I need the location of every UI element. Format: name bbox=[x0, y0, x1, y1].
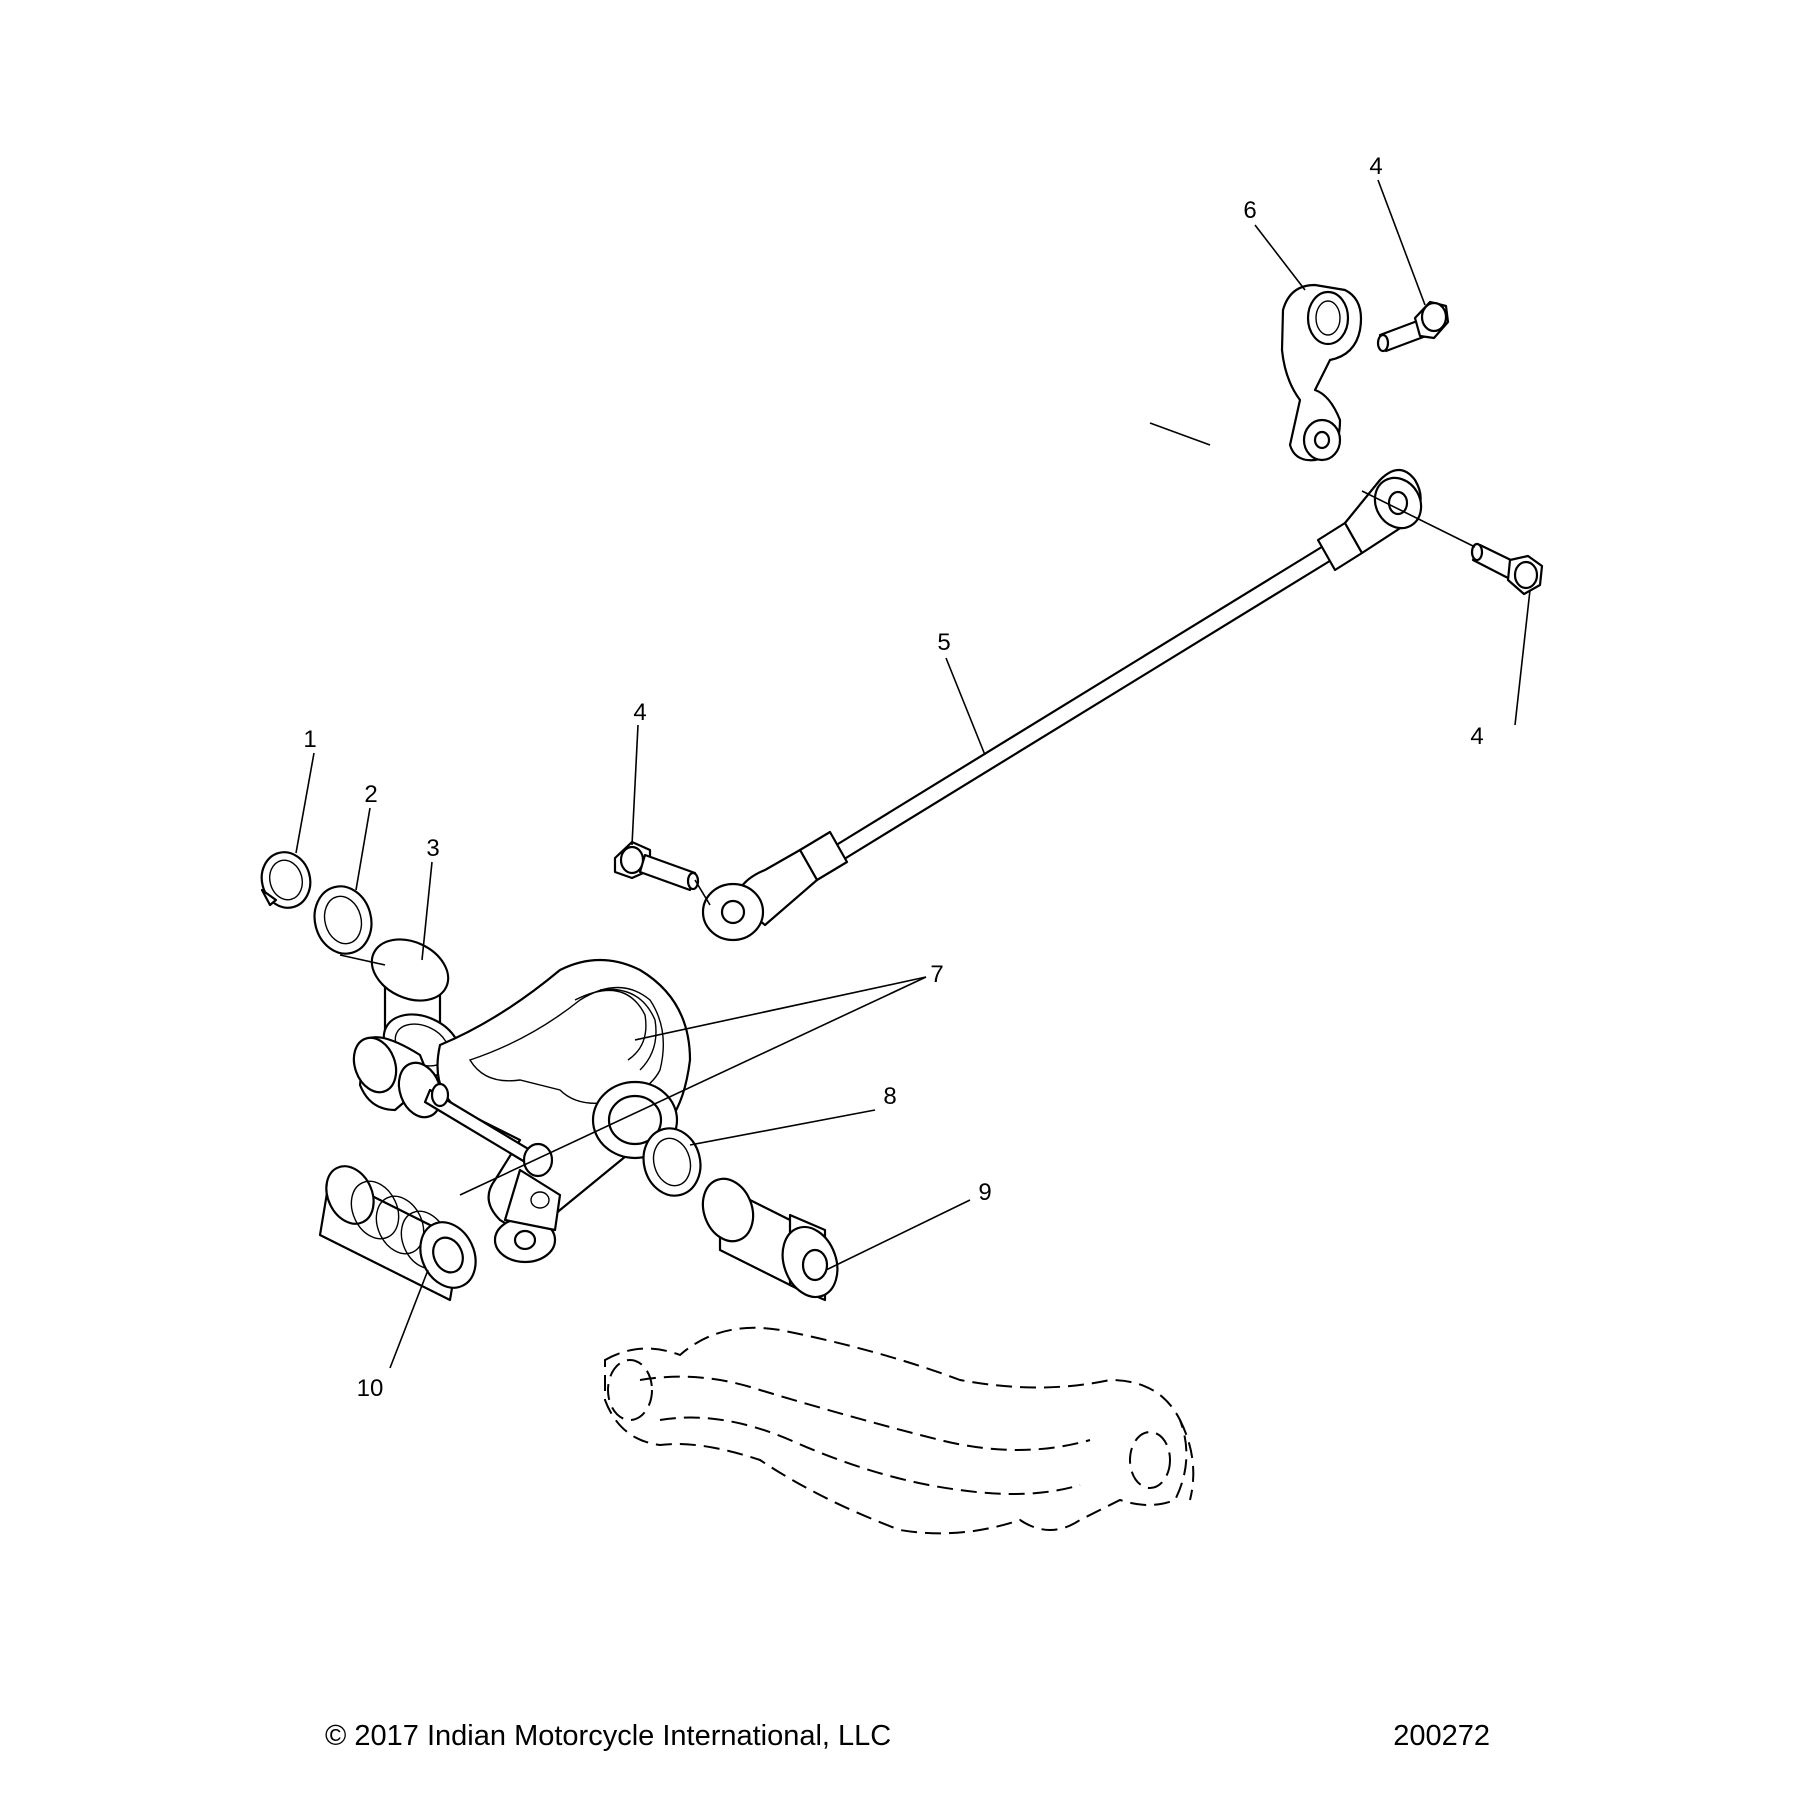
callout-1: 1 bbox=[303, 726, 316, 753]
callout-4-top: 4 bbox=[1369, 153, 1382, 180]
callout-6: 6 bbox=[1243, 197, 1256, 224]
callout-4-left: 4 bbox=[633, 699, 646, 726]
shift-arm bbox=[1280, 283, 1363, 462]
shift-pedal bbox=[352, 958, 692, 1264]
callout-9: 9 bbox=[978, 1179, 991, 1206]
callout-10: 10 bbox=[357, 1375, 384, 1402]
bolt-left bbox=[613, 840, 700, 892]
frame-reference-outline bbox=[604, 1326, 1195, 1535]
washer-left bbox=[313, 885, 373, 955]
callout-4-right: 4 bbox=[1470, 723, 1483, 750]
drawing-number: 200272 bbox=[1393, 1720, 1490, 1752]
washer-right bbox=[642, 1127, 702, 1197]
callout-8: 8 bbox=[883, 1083, 896, 1110]
peg-rubber bbox=[318, 1165, 477, 1302]
shift-rod bbox=[701, 468, 1423, 942]
copyright-notice: © 2017 Indian Motorcycle International, … bbox=[325, 1720, 891, 1752]
circlip bbox=[260, 851, 312, 909]
pivot-bushing bbox=[701, 1177, 839, 1302]
bolt-top bbox=[1376, 300, 1450, 353]
callout-2: 2 bbox=[364, 781, 377, 808]
leader-lines bbox=[295, 179, 1531, 1369]
callout-7: 7 bbox=[930, 961, 943, 988]
callout-5: 5 bbox=[937, 629, 950, 656]
callout-3: 3 bbox=[426, 835, 439, 862]
bolt-right bbox=[1470, 542, 1544, 596]
